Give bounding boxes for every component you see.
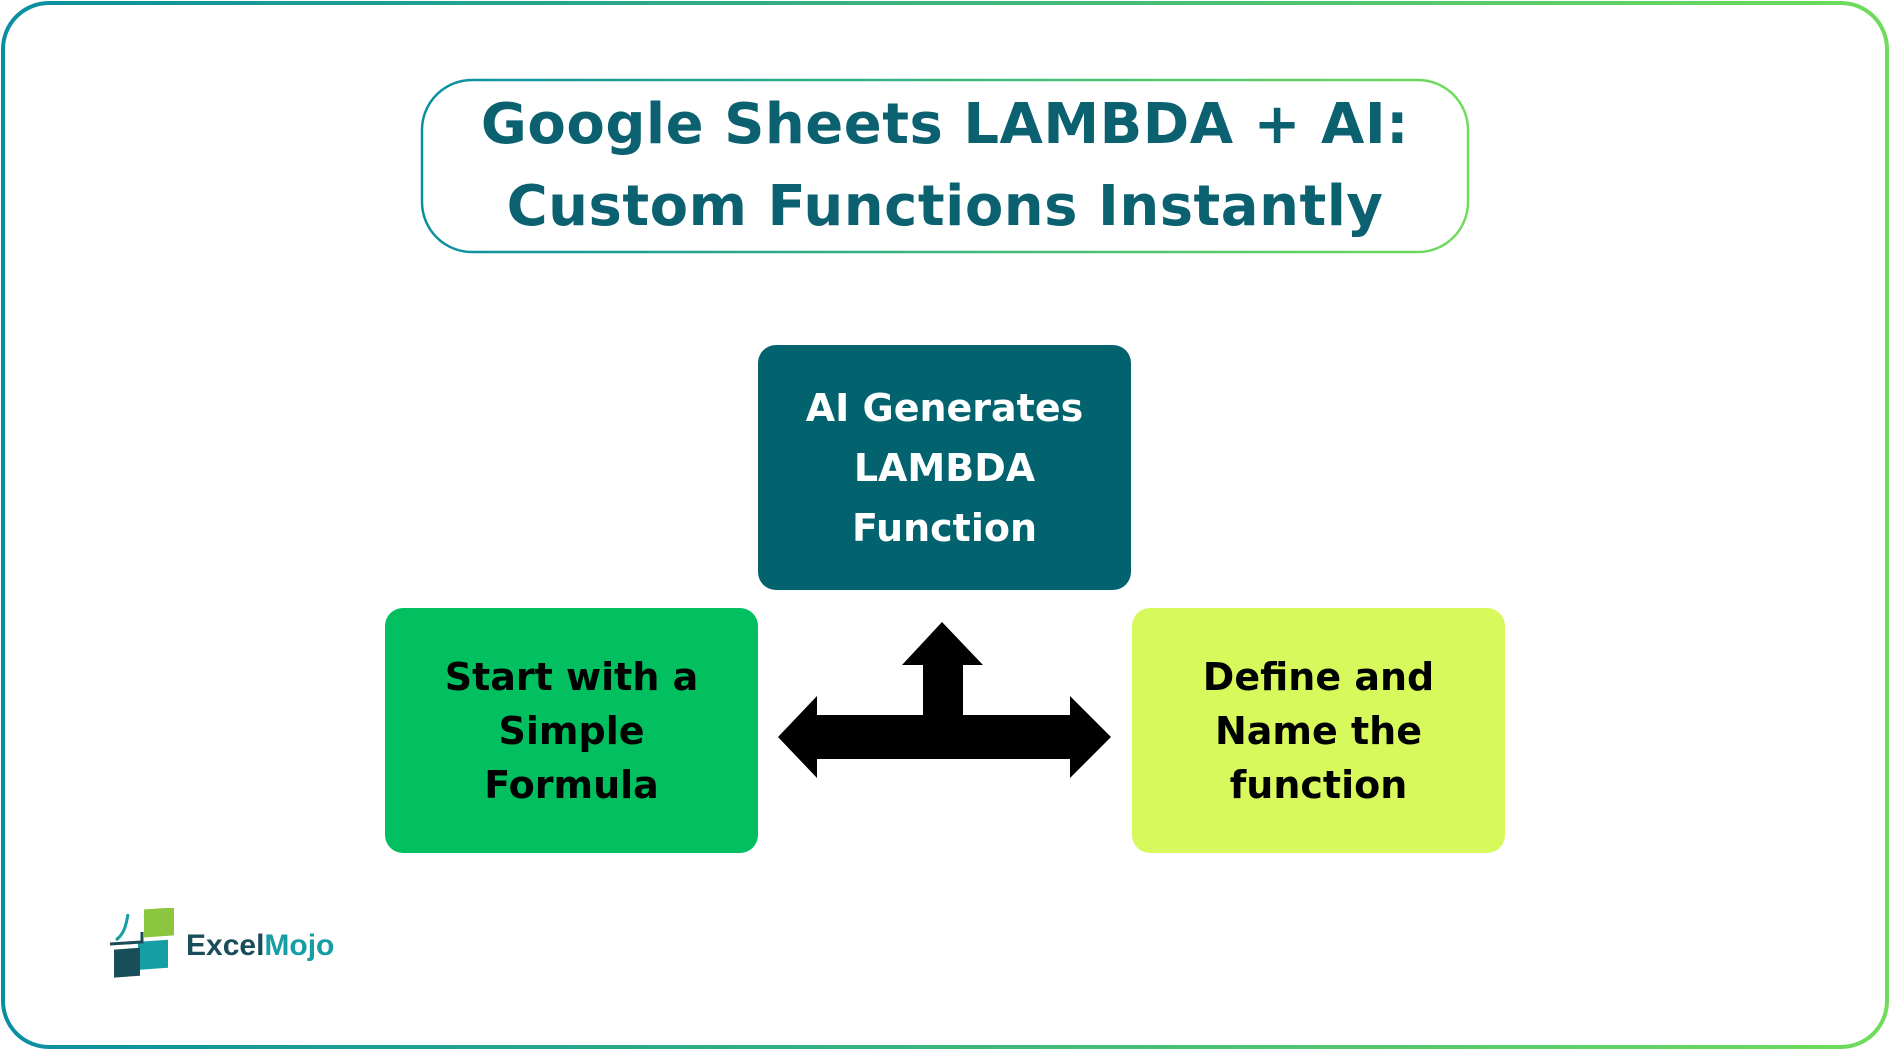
node-right-line-1: Define and: [1202, 654, 1435, 699]
node-top-line-2: LAMBDA: [853, 445, 1036, 490]
page-title: Google Sheets LAMBDA + AI: Custom Functi…: [422, 80, 1468, 252]
title-frame: [420, 78, 1470, 254]
node-left-line-3: Formula: [484, 762, 659, 807]
node-left-line-2: Simple: [498, 708, 645, 753]
title-line-1: Google Sheets LAMBDA + AI:: [480, 92, 1410, 157]
title-line-2: Custom Functions Instantly: [506, 174, 1384, 239]
node-top-line-1: AI Generates: [805, 385, 1084, 430]
three-way-arrow-icon: [778, 622, 1111, 778]
excelmojo-logo-text: ExcelMojo: [186, 929, 334, 963]
excelmojo-logo-icon: [109, 908, 174, 978]
node-ai-generates: AI Generates LAMBDA Function: [758, 345, 1131, 590]
node-start-simple-formula: Start with a Simple Formula: [385, 608, 758, 853]
node-top-line-3: Function: [851, 505, 1038, 550]
node-left-line-1: Start with a: [444, 654, 699, 699]
node-define-name-function: Define and Name the function: [1132, 608, 1505, 853]
logo-part-excel: Excel: [186, 928, 265, 962]
logo-part-mojo: Mojo: [264, 928, 335, 962]
node-right-line-3: function: [1229, 762, 1408, 807]
node-right-line-2: Name the: [1214, 708, 1423, 753]
excelmojo-logo: ExcelMojo: [108, 908, 334, 983]
